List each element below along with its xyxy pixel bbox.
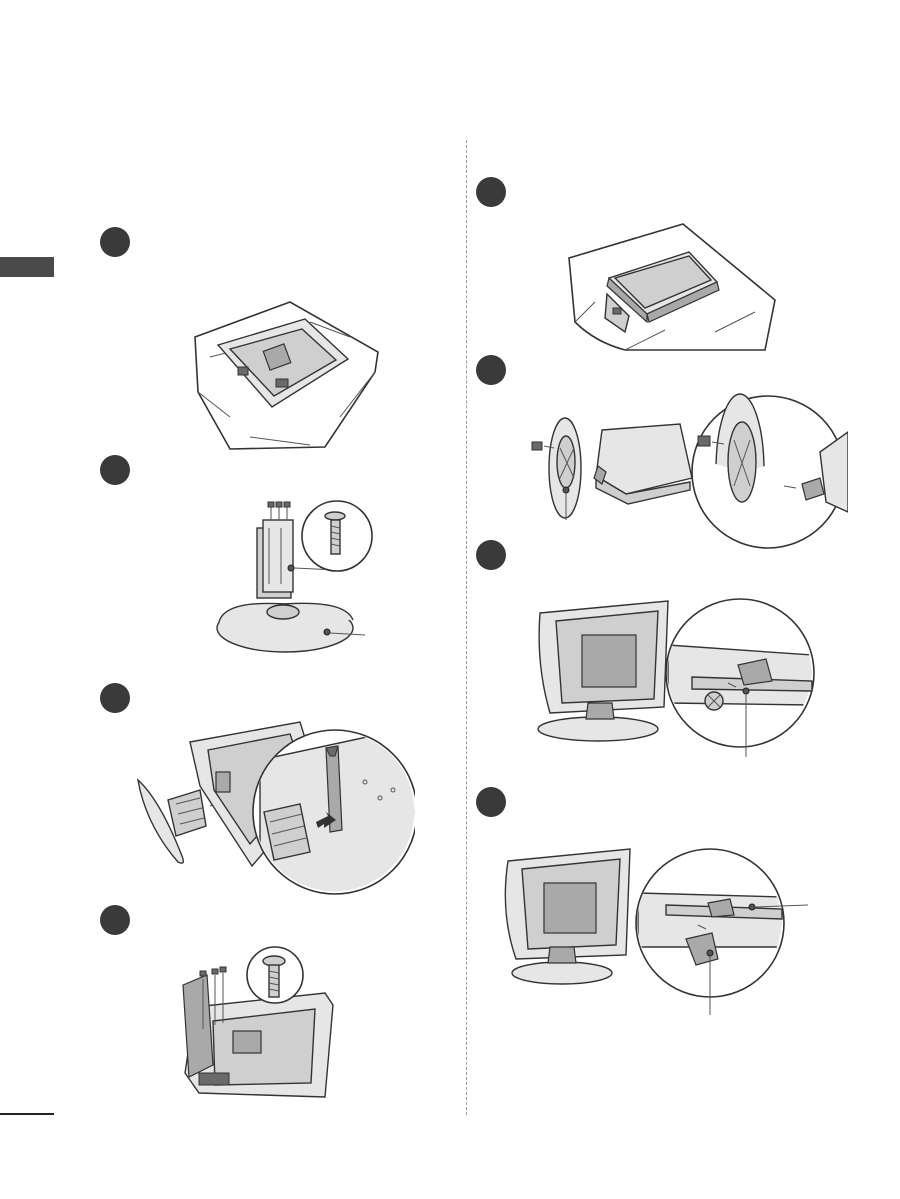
step-badge-left-4 <box>100 905 130 935</box>
figure-tv-face-down-on-cloth <box>190 297 385 455</box>
section-tab <box>0 257 54 277</box>
step-badge-left-1 <box>100 227 130 257</box>
figure-remove-stand-screws <box>530 392 848 552</box>
figure-tv-face-down-on-cushion <box>565 222 785 354</box>
column-divider <box>466 140 467 1115</box>
step-badge-right-2 <box>476 355 506 385</box>
figure-stand-body-and-base <box>215 500 385 660</box>
figure-fasten-stand-screws <box>175 945 340 1100</box>
figure-attach-protection-cover <box>522 595 822 763</box>
figure-cover-installed <box>490 843 820 1018</box>
step-badge-right-4 <box>476 787 506 817</box>
figure-attach-stand-to-tv <box>130 720 415 895</box>
step-badge-left-2 <box>100 455 130 485</box>
step-badge-right-3 <box>476 540 506 570</box>
step-badge-right-1 <box>476 177 506 207</box>
step-badge-left-3 <box>100 683 130 713</box>
footer-rule <box>0 1113 54 1115</box>
